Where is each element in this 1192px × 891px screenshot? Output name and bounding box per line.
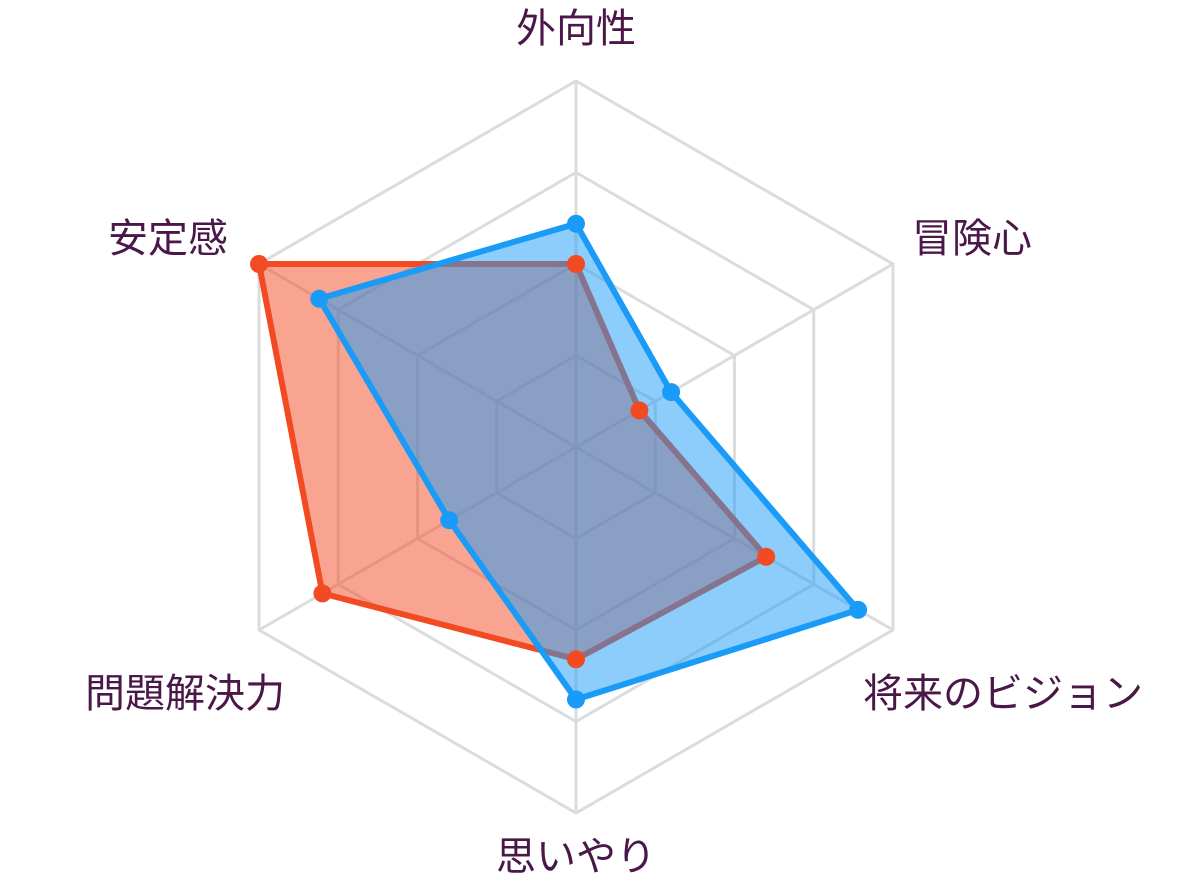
series-2-point — [567, 214, 585, 233]
series-2-point — [567, 690, 585, 709]
axis-label-2: 将来のビジョン — [863, 671, 1143, 717]
series-1-point — [567, 255, 585, 273]
series-2-point — [310, 289, 329, 308]
axis-label-3: 思いやり — [496, 834, 656, 880]
series-2-point — [849, 600, 868, 619]
axis-label-4: 問題解決力 — [85, 671, 285, 717]
axis-label-0: 外向性 — [516, 6, 636, 52]
axis-label-5: 安定感 — [108, 216, 228, 262]
series-1-point — [567, 650, 585, 669]
axis-label-1: 冒険心 — [912, 216, 1032, 262]
axis-labels: 外向性 冒険心 将来のビジョン 思いやり 問題解決力 安定感 — [85, 6, 1143, 880]
series-2-point — [662, 383, 681, 402]
series-2-point — [440, 511, 459, 530]
series-1-point — [630, 401, 649, 420]
series-layer — [250, 214, 868, 709]
series-1-point — [313, 584, 332, 603]
series-1-point — [250, 255, 269, 273]
series-1-point — [757, 547, 776, 566]
